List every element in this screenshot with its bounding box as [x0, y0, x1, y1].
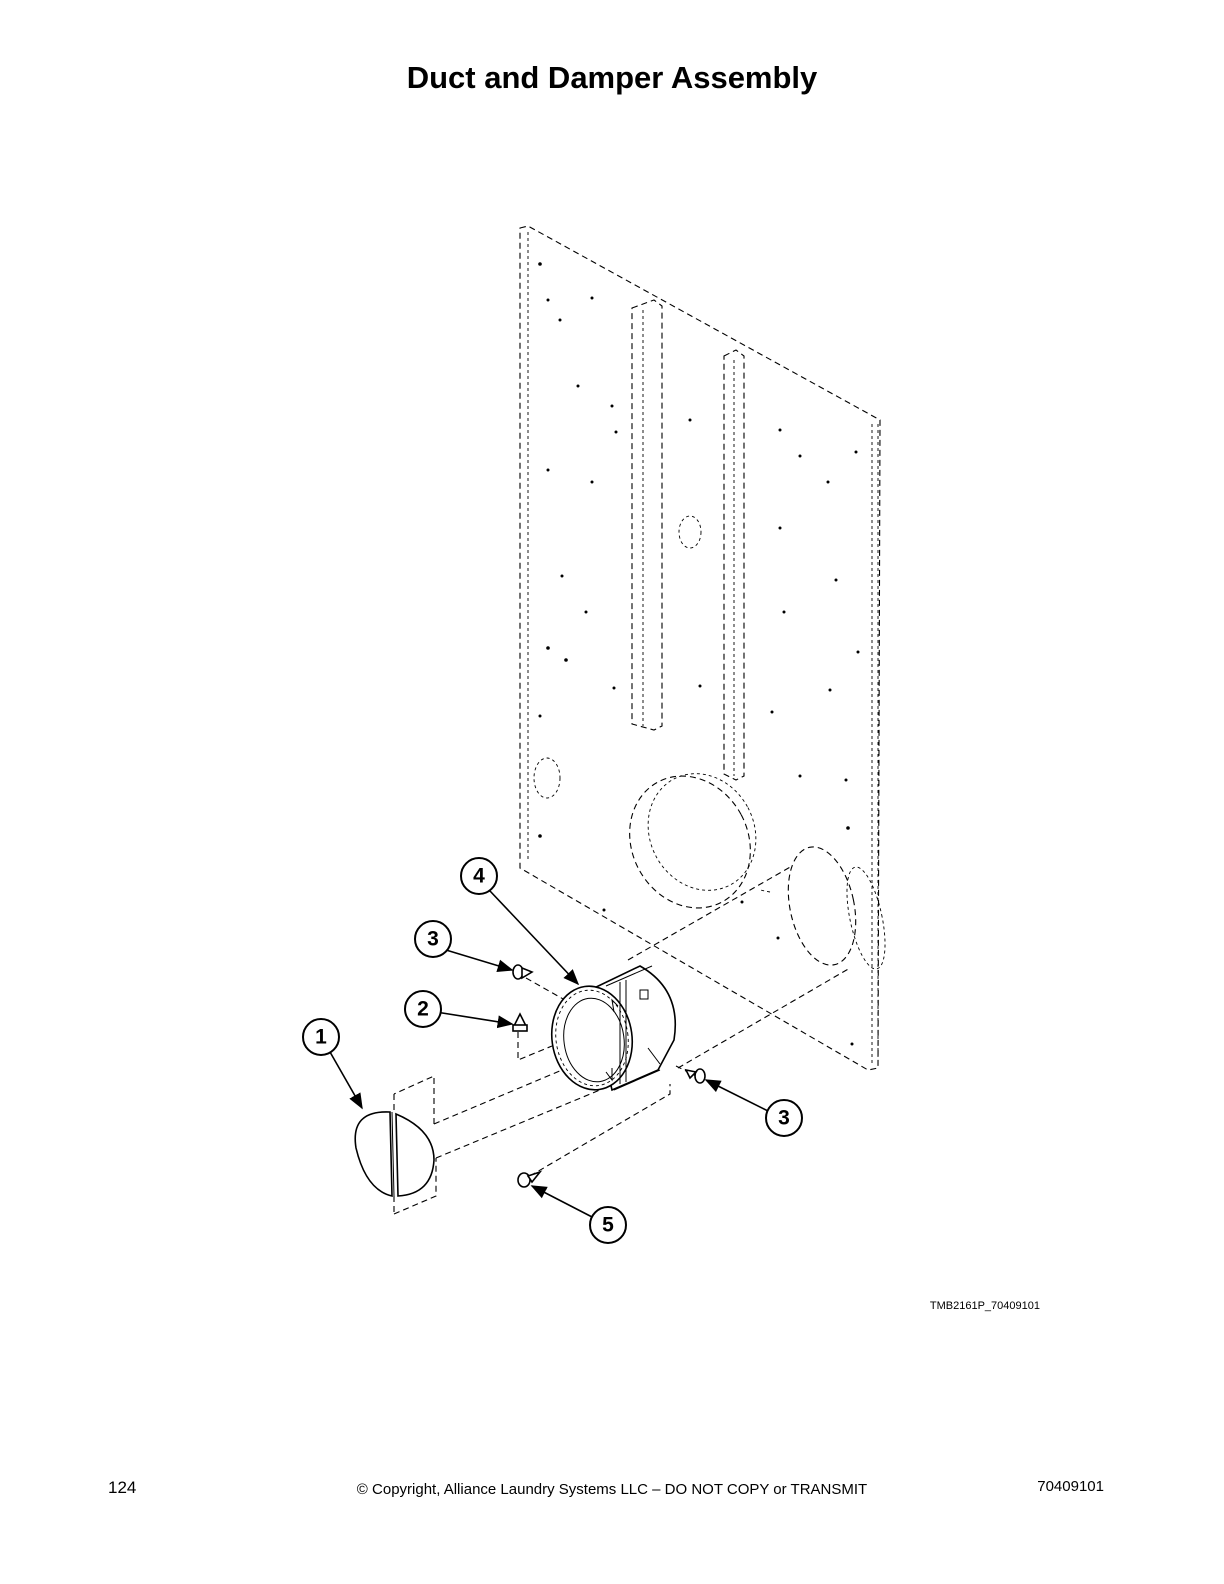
callout-3-lower-label: 3 — [778, 1107, 790, 1130]
callout-4-label: 4 — [473, 865, 485, 888]
callout-5: 5 — [589, 1206, 627, 1244]
callout-3-upper-label: 3 — [427, 928, 439, 951]
callout-3-upper: 3 — [414, 920, 452, 958]
screw-part-upper — [512, 964, 534, 980]
callout-3-lower: 3 — [765, 1099, 803, 1137]
page-title: Duct and Damper Assembly — [406, 60, 818, 95]
callout-2: 2 — [404, 990, 442, 1028]
callout-1-label: 1 — [315, 1026, 327, 1049]
exhaust-duct-phantom — [627, 846, 886, 1069]
callout-2-label: 2 — [417, 998, 429, 1021]
document-number: 70409101 — [1037, 1478, 1104, 1495]
page-number: 124 — [108, 1478, 137, 1497]
callout-4: 4 — [460, 857, 498, 895]
screw-part-lower — [684, 1068, 706, 1084]
callout-1: 1 — [302, 1018, 340, 1056]
rear-panel — [519, 225, 881, 1071]
damper-flap — [354, 1111, 435, 1198]
panel-holes — [538, 262, 860, 1046]
pin-part — [512, 1012, 528, 1032]
screw-part-5 — [517, 1170, 543, 1188]
damper-duct — [550, 965, 676, 1092]
drawing-code: TMB2161P_70409101 — [929, 1300, 1040, 1312]
callout-5-label: 5 — [602, 1214, 614, 1237]
leader-lines — [329, 890, 771, 1219]
copyright-notice: © Copyright, Alliance Laundry Systems LL… — [356, 1481, 868, 1498]
